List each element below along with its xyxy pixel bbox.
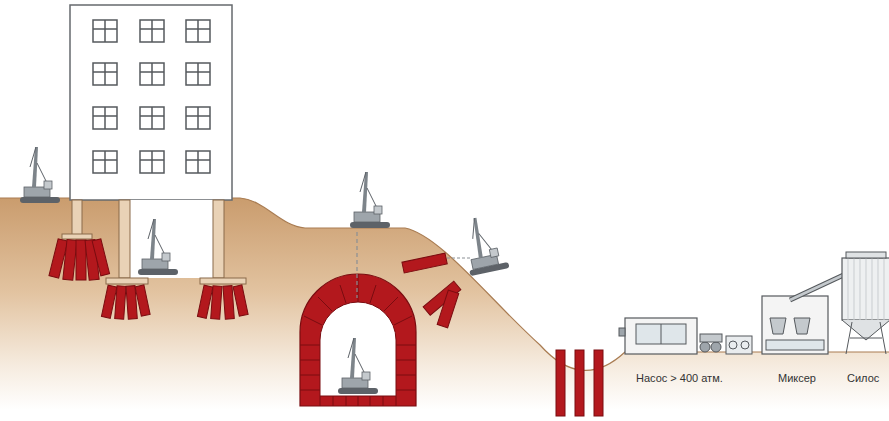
pump (619, 318, 752, 354)
drill-rig (459, 213, 510, 276)
drill-rig (138, 219, 178, 275)
soil (0, 198, 889, 421)
building (70, 5, 232, 200)
foundations (62, 200, 246, 284)
ground-line (0, 198, 889, 370)
basement (130, 200, 213, 278)
mixer (762, 272, 850, 354)
equipment-label: Насос > 400 атм. (636, 372, 723, 384)
silo (842, 252, 889, 354)
drill-line (356, 232, 357, 298)
windows (93, 20, 210, 173)
drill-rig (350, 172, 390, 228)
drill-rig (338, 338, 378, 394)
equipment-label: Миксер (778, 372, 816, 384)
drill-rig (20, 147, 60, 203)
drill-line (446, 258, 470, 259)
tunnel-joints (300, 274, 416, 406)
grout-columns (49, 239, 603, 416)
equipment-label: Силос (847, 372, 879, 384)
tunnel-inside (320, 302, 396, 396)
tunnel-lining (300, 274, 416, 406)
